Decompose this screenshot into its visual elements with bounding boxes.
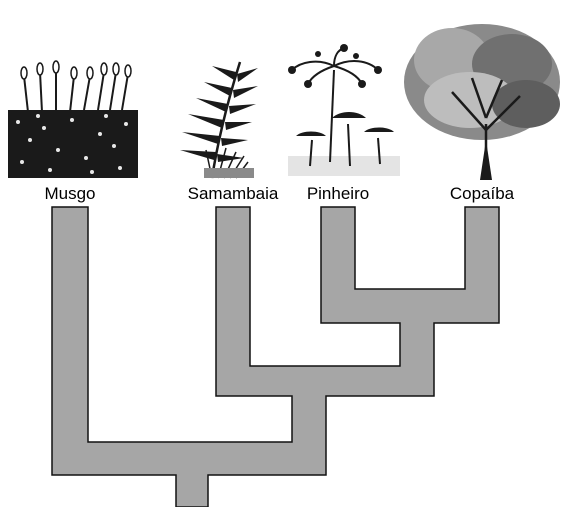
clade-outline <box>52 207 499 507</box>
araucaria-pine-icon <box>288 44 400 176</box>
cladogram-branches <box>52 207 499 507</box>
taxon-label-samambaia: Samambaia <box>188 184 279 204</box>
taxon-label-musgo: Musgo <box>44 184 95 204</box>
fern-icon <box>180 62 258 178</box>
taxon-label-copaiba: Copaíba <box>450 184 514 204</box>
taxon-label-pinheiro: Pinheiro <box>307 184 369 204</box>
copaiba-tree-icon <box>404 24 560 180</box>
moss-icon <box>8 61 138 178</box>
